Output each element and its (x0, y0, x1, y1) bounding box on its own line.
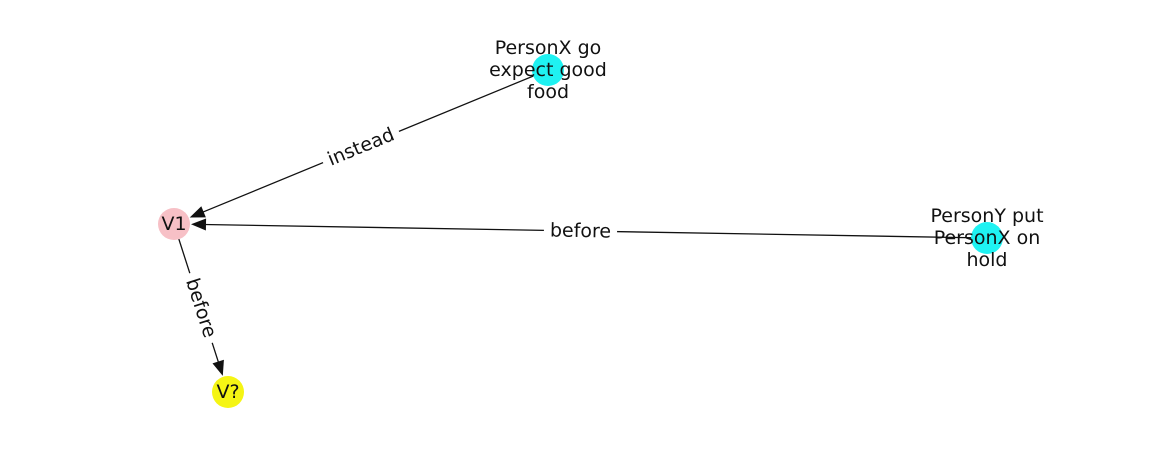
edge-label: before (550, 219, 612, 242)
edge-label-group: before (543, 217, 618, 245)
edge-label-background (177, 269, 225, 347)
node-label-line: PersonX on (934, 227, 1041, 249)
node-v1[interactable] (158, 208, 190, 240)
node-label-line: V1 (161, 213, 186, 235)
node-label-line: hold (966, 249, 1007, 271)
node-vq[interactable] (212, 376, 244, 408)
node-label-line: food (527, 81, 569, 103)
arrowhead-v1 (189, 206, 206, 218)
node-label-v1: V1 (161, 213, 186, 235)
node-label-line: PersonX go (495, 37, 602, 59)
edge-label-group: before (177, 269, 225, 347)
edge-label-group: instead (318, 119, 404, 175)
arrowhead-v1 (190, 218, 207, 231)
edge-label: before (181, 276, 221, 341)
edge-label: instead (324, 123, 397, 170)
nodes-layer (158, 54, 1003, 408)
node-label-vq: V? (216, 381, 239, 403)
node-x_go[interactable] (532, 54, 564, 86)
edge-label-background (543, 217, 618, 245)
arrowhead-vq (212, 359, 224, 376)
node-label-line: expect good (489, 59, 607, 81)
edge-label-background (318, 119, 404, 175)
node-label-line: V? (216, 381, 239, 403)
node-y_hold[interactable] (971, 222, 1003, 254)
node-label-line: PersonY put (930, 205, 1043, 227)
